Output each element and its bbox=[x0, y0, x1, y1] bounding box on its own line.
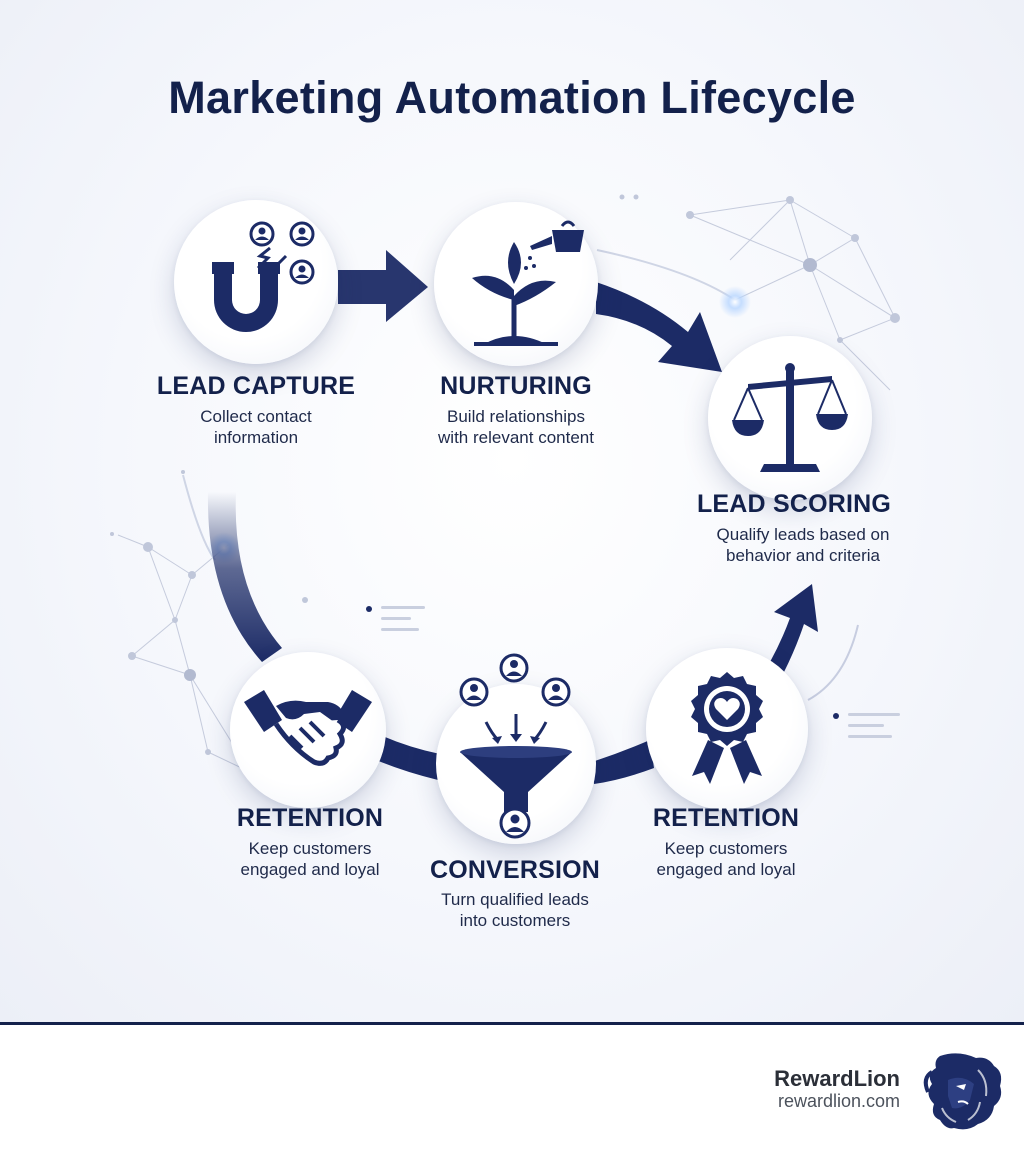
user-icon bbox=[499, 807, 531, 839]
diagram-canvas: Marketing Automation Lifecycle LEAD CAPT… bbox=[0, 0, 1024, 1024]
scales-icon bbox=[732, 363, 848, 472]
brand-url: rewardlion.com bbox=[777, 1091, 900, 1111]
stage-label: RETENTION bbox=[236, 804, 384, 832]
network-nodes-left bbox=[110, 470, 308, 755]
funnel-icon bbox=[460, 714, 572, 812]
stage-label: CONVERSION bbox=[429, 856, 601, 884]
stage-node-nurturing bbox=[434, 202, 598, 366]
text-lines-decoration bbox=[366, 606, 900, 738]
connector-conversion-retention bbox=[592, 740, 654, 784]
brand-name: RewardLion bbox=[774, 1066, 900, 1091]
glow-highlight bbox=[719, 286, 751, 318]
stage-label: LEAD CAPTURE bbox=[156, 372, 356, 400]
arrow-retention-to-scoring bbox=[770, 584, 818, 672]
connector-retention-conversion bbox=[376, 735, 440, 780]
handshake-icon bbox=[244, 690, 372, 766]
magnet-icon bbox=[212, 221, 315, 332]
footer-divider bbox=[0, 1022, 1024, 1025]
lion-head-icon bbox=[923, 1053, 1002, 1130]
connector-retention-to-capture bbox=[207, 492, 282, 662]
stage-label: NURTURING bbox=[440, 372, 592, 400]
stage-label: LEAD SCORING bbox=[696, 490, 892, 518]
arrow-nurturing-to-scoring bbox=[596, 282, 722, 372]
stage-node-retention-handshake bbox=[230, 652, 386, 808]
network-nodes-top-right bbox=[619, 194, 900, 343]
arrow-capture-to-nurturing bbox=[338, 250, 428, 322]
network-decoration-top-right bbox=[689, 199, 896, 391]
stage-node-retention-award bbox=[646, 648, 808, 810]
stage-node-lead-capture bbox=[174, 200, 338, 364]
connector-layer bbox=[110, 194, 900, 784]
users-icon bbox=[459, 653, 571, 707]
stage-label: RETENTION bbox=[652, 804, 800, 832]
page-title: Marketing Automation Lifecycle bbox=[168, 72, 856, 123]
award-badge-icon bbox=[691, 672, 763, 784]
plant-watering-icon bbox=[472, 220, 584, 346]
stage-node-lead-scoring bbox=[708, 336, 872, 500]
